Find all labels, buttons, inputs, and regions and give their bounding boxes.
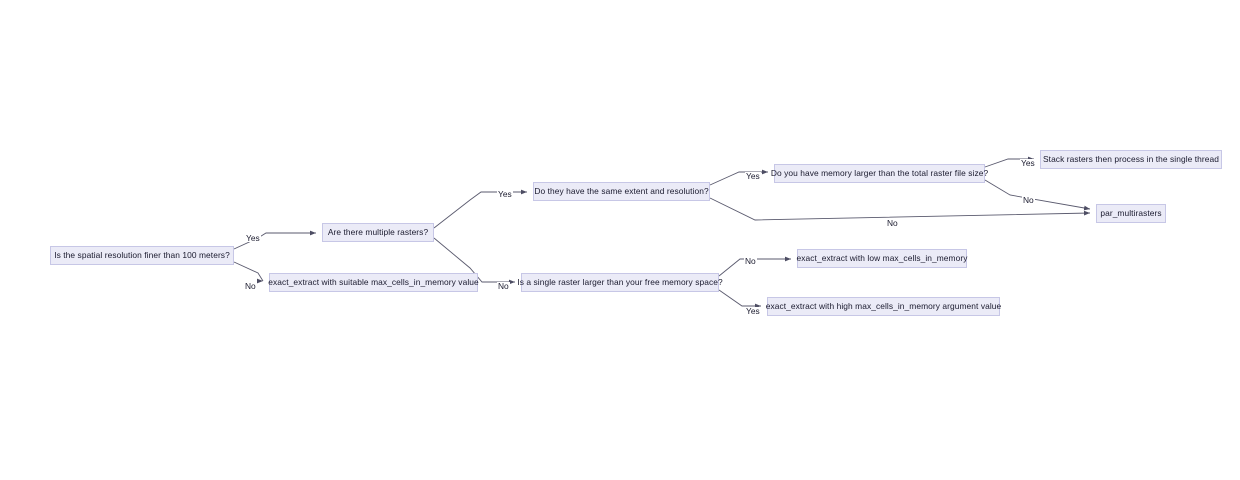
flowchart-edge-label-e8: No	[1022, 195, 1035, 205]
flowchart-node-label: exact_extract with low max_cells_in_memo…	[796, 253, 968, 264]
flowchart-node-label: par_multirasters	[1100, 208, 1162, 219]
flowchart-edge-label-e9: No	[744, 256, 757, 266]
flowchart-edge-label-e6: No	[886, 218, 899, 228]
flowchart-edge-e3	[433, 189, 527, 229]
flowchart-edge-e2	[233, 261, 264, 282]
flowchart-node-label: Stack rasters then process in the single…	[1043, 154, 1220, 165]
flowchart-node-n9[interactable]: Stack rasters then process in the single…	[1040, 150, 1222, 169]
flowchart-node-label: Is a single raster larger than your free…	[517, 277, 723, 288]
flowchart-node-label: exact_extract with suitable max_cells_in…	[268, 277, 479, 288]
flowchart-edge-e8	[984, 179, 1091, 211]
flowchart-edge-label-e4: No	[497, 281, 510, 291]
flowchart-node-label: Is the spatial resolution finer than 100…	[54, 250, 230, 261]
flowchart-edge-label-e7: Yes	[1020, 158, 1036, 168]
flowchart-node-n8[interactable]: exact_extract with high max_cells_in_mem…	[765, 297, 1002, 316]
flowchart-node-label: Do they have the same extent and resolut…	[534, 186, 709, 197]
flowchart-node-n6[interactable]: Do you have memory larger than the total…	[770, 164, 989, 183]
flowchart-node-label: Are there multiple rasters?	[327, 227, 429, 238]
flowchart-edge-label-e5: Yes	[745, 171, 761, 181]
flowchart-edge-label-e3: Yes	[497, 189, 513, 199]
flowchart-edge-label-e2: No	[244, 281, 257, 291]
flowchart-node-n4[interactable]: Do they have the same extent and resolut…	[533, 182, 710, 201]
flowchart-node-n10[interactable]: par_multirasters	[1096, 204, 1166, 223]
flowchart-edge-label-e10: Yes	[745, 306, 761, 316]
flowchart-node-n7[interactable]: exact_extract with low max_cells_in_memo…	[797, 249, 967, 268]
flowchart-node-n3[interactable]: exact_extract with suitable max_cells_in…	[268, 273, 479, 292]
flowchart-node-n2[interactable]: Are there multiple rasters?	[322, 223, 434, 242]
flowchart-edge-label-e1: Yes	[245, 233, 261, 243]
flowchart-node-label: Do you have memory larger than the total…	[770, 168, 989, 179]
flowchart-node-n1[interactable]: Is the spatial resolution finer than 100…	[50, 246, 234, 265]
flowchart-node-n5[interactable]: Is a single raster larger than your free…	[517, 273, 723, 292]
flowchart-node-label: exact_extract with high max_cells_in_mem…	[765, 301, 1002, 312]
flowchart-edge-e10	[718, 289, 761, 309]
